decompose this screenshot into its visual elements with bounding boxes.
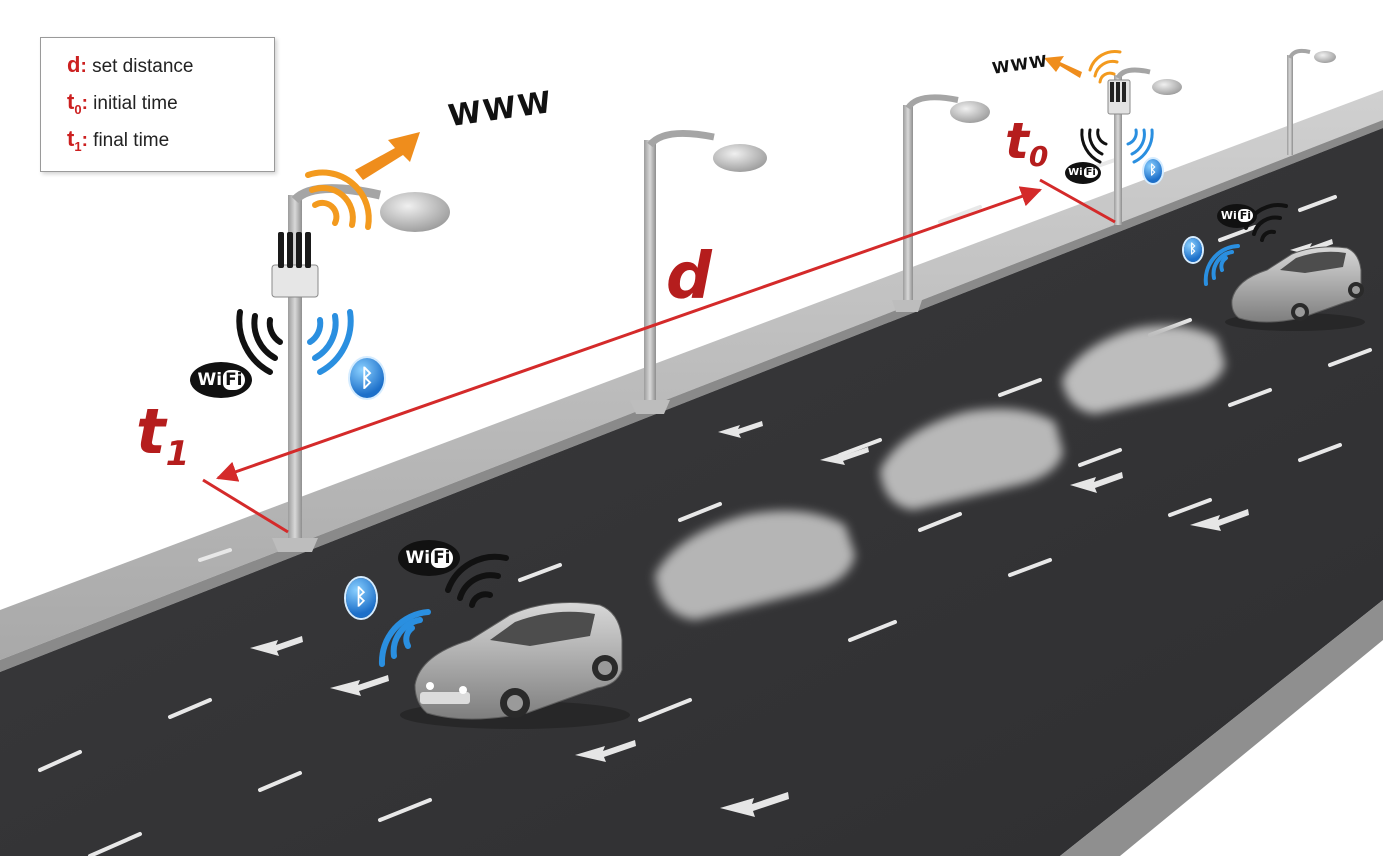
- upload-arrow-far: [1044, 56, 1082, 78]
- legend-symbol-d: d: [67, 52, 81, 77]
- legend-box: d: set distance t0: initial time t1: fin…: [40, 37, 275, 172]
- legend-label-d: set distance: [92, 56, 194, 77]
- wifi-badge-wi: Wi: [197, 370, 223, 390]
- bluetooth-icon: ᛒ: [1184, 238, 1202, 262]
- wifi-badge-fi: Fi: [431, 548, 453, 568]
- signal-arcs-far-car: [1203, 203, 1288, 286]
- wifi-badge-fi: Fi: [1237, 209, 1254, 222]
- t1-label: t1: [136, 395, 189, 474]
- lane-markings: [38, 158, 1372, 856]
- legend-sub-t0: 0: [74, 102, 82, 117]
- legend-symbol-t1: t: [67, 126, 75, 151]
- legend-colon: :: [81, 130, 88, 151]
- t1-tick-line: [202, 478, 289, 534]
- bluetooth-icon: ᛒ: [346, 578, 376, 618]
- distance-label-d: d: [666, 240, 712, 314]
- road-far-edge: [1060, 600, 1383, 856]
- car-far: [1225, 246, 1365, 331]
- wifi-badge-fi: Fi: [223, 370, 245, 390]
- legend-colon: :: [80, 56, 87, 77]
- road: [0, 128, 1383, 856]
- signal-arcs-far-lamp: [1080, 50, 1154, 164]
- lamp-post-far: [1287, 48, 1336, 155]
- bluetooth-icon: ᛒ: [1144, 159, 1162, 183]
- legend-symbol-t0: t: [67, 89, 75, 114]
- legend-sub-t1: 1: [74, 139, 82, 154]
- wifi-badge-wi: Wi: [1068, 167, 1083, 178]
- t0-label-sub: 0: [1028, 140, 1049, 173]
- legend-label-t0: initial time: [93, 93, 178, 114]
- wifi-badge-wi: Wi: [405, 548, 431, 568]
- t0-tick-line: [1039, 178, 1116, 224]
- car-blurred-2: [880, 408, 1063, 510]
- t0-label-letter: t: [1005, 112, 1029, 170]
- wifi-badge-fi: Fi: [1083, 167, 1098, 178]
- distance-arrow: [216, 186, 1042, 482]
- legend-item-final-time: t1: final time: [67, 126, 169, 154]
- upload-arrow-near: [355, 132, 420, 180]
- legend-label-t1: final time: [93, 130, 170, 151]
- bluetooth-icon: ᛒ: [350, 358, 384, 398]
- signal-arcs-near-car: [378, 553, 509, 667]
- t1-label-sub: 1: [165, 434, 190, 474]
- car-near: [400, 602, 630, 729]
- car-blurred-1: [655, 510, 855, 620]
- t1-label-letter: t: [136, 395, 166, 468]
- legend-item-distance: d: set distance: [67, 52, 193, 78]
- lamp-post-4: [1107, 67, 1182, 225]
- wifi-badge-wi: Wi: [1220, 209, 1237, 222]
- car-blurred-3: [1062, 325, 1225, 414]
- legend-colon: :: [81, 93, 88, 114]
- t0-label: t0: [1005, 112, 1048, 173]
- legend-item-initial-time: t0: initial time: [67, 89, 178, 117]
